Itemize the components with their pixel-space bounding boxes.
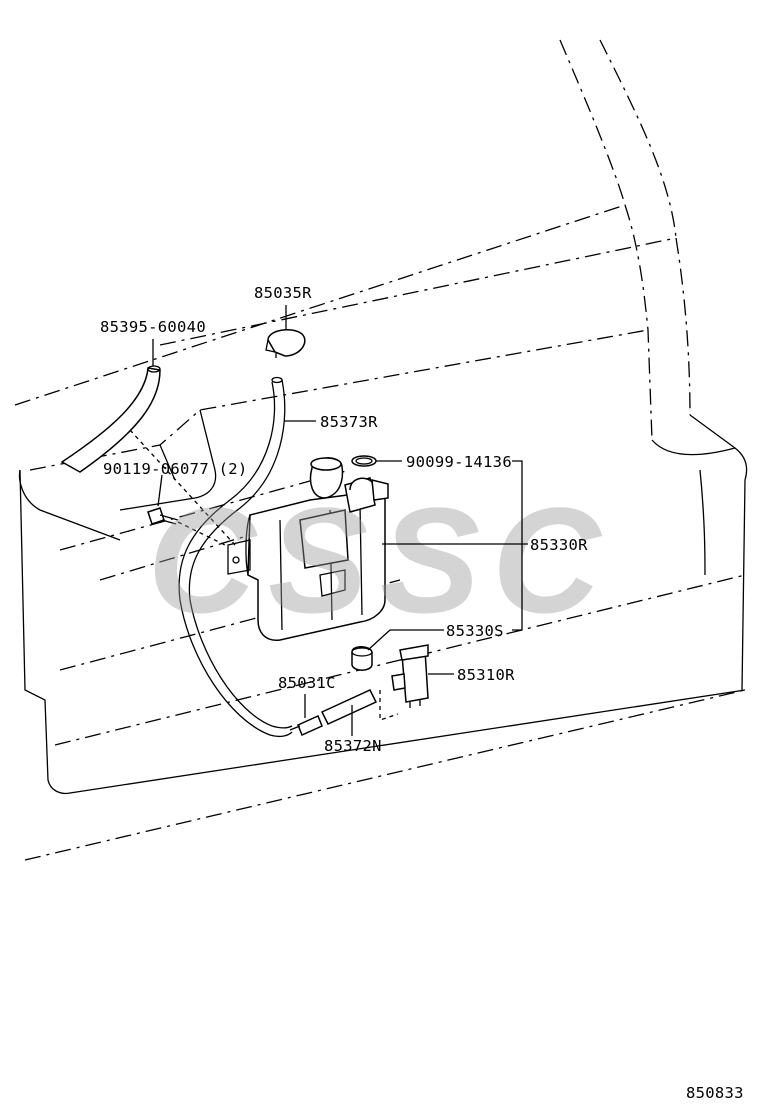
bolt: [147, 507, 226, 546]
washer-nozzle: [265, 328, 306, 358]
leader-lines: [152, 305, 528, 736]
part-labels: 85035R 85395-60040 85373R 90099-14136 90…: [100, 284, 744, 1102]
hose-85395: [60, 365, 236, 546]
grommet: [351, 646, 373, 671]
figure-number: 850833: [686, 1084, 744, 1102]
label-85310r: 85310R: [457, 666, 515, 684]
label-85330r: 85330R: [530, 536, 588, 554]
long-hose: [178, 376, 293, 738]
label-85330s: 85330S: [446, 622, 504, 640]
watermark-text: CSSC: [148, 476, 613, 644]
label-85373r: 85373R: [320, 413, 378, 431]
washer-pump: [391, 644, 429, 708]
label-90119-06077: 90119-06077 (2): [103, 460, 247, 478]
label-85372n: 85372N: [324, 737, 382, 755]
label-90099-14136: 90099-14136: [406, 453, 512, 471]
o-ring: [351, 455, 377, 467]
short-hose: [320, 689, 399, 725]
label-85031c: 85031C: [278, 674, 336, 692]
watermark: CSSC: [148, 476, 613, 644]
label-85395-60040: 85395-60040: [100, 318, 206, 336]
washer-tank: [227, 457, 389, 641]
hose-connector: [289, 714, 323, 737]
label-85035r: 85035R: [254, 284, 312, 302]
